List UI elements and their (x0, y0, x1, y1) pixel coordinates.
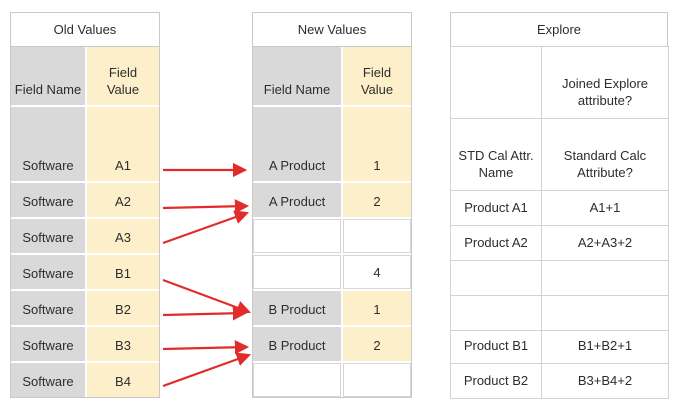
old-values-row-4-field-name: Software (11, 291, 85, 325)
mapping-arrow (162, 199, 250, 214)
new-values-row-2-field-value (343, 219, 411, 253)
new-values-row-0-field-name: A Product (253, 107, 341, 181)
old-values-row-2-field-value: A3 (87, 219, 159, 253)
new-values-row-1-field-name: A Product (253, 183, 341, 217)
new-values-col-header-field-value: Field Value (343, 47, 411, 105)
table-row: Product A2 A2+A3+2 (450, 225, 669, 261)
explore-row-6-attr-value: B1+B2+1 (541, 330, 669, 364)
old-values-table: Old Values Field Name Field Value Softwa… (10, 12, 160, 398)
new-values-row-5-field-value: 2 (343, 327, 411, 361)
table-row: Product A1 A1+1 (450, 190, 669, 226)
table-row: Joined Explore attribute? (450, 46, 669, 119)
explore-row-2-attr-value: A1+1 (541, 190, 669, 226)
explore-row-3-attr-value: A2+A3+2 (541, 225, 669, 261)
explore-row-1-attr-value: Standard Calc Attribute? (541, 118, 669, 191)
explore-data-table: Joined Explore attribute? STD Cal Attr. … (450, 46, 669, 399)
old-values-col-header-field-value: Field Value (87, 47, 159, 105)
new-values-row-3-field-name (253, 255, 341, 289)
new-values-row-4-field-name: B Product (253, 291, 341, 325)
old-values-row-5-field-name: Software (11, 327, 85, 361)
explore-row-0-attr-value: Joined Explore attribute? (541, 46, 669, 119)
explore-row-5-attr-value (541, 295, 669, 331)
explore-row-4-attr-value (541, 260, 669, 296)
old-values-row-0-field-value: A1 (87, 107, 159, 181)
old-values-row-3-field-name: Software (11, 255, 85, 289)
explore-table: Explore Joined Explore attribute? STD Ca… (450, 12, 669, 399)
explore-row-7-attr-name: Product B2 (450, 363, 542, 399)
table-row: STD Cal Attr. Name Standard Calc Attribu… (450, 118, 669, 191)
old-values-row-3-field-value: B1 (87, 255, 159, 289)
new-values-title: New Values (253, 13, 411, 47)
new-values-row-5-field-name: B Product (253, 327, 341, 361)
new-values-row-4-field-value: 1 (343, 291, 411, 325)
old-values-row-6-field-name: Software (11, 363, 85, 397)
new-values-row-3-field-value: 4 (343, 255, 411, 289)
old-values-row-1-field-name: Software (11, 183, 85, 217)
explore-row-1-attr-name: STD Cal Attr. Name (450, 118, 542, 191)
explore-row-3-attr-name: Product A2 (450, 225, 542, 261)
new-values-grid: Field Name Field Value A Product 1 A Pro… (253, 47, 411, 397)
old-values-row-6-field-value: B4 (87, 363, 159, 397)
new-values-row-1-field-value: 2 (343, 183, 411, 217)
mapping-arrow (162, 352, 252, 388)
old-values-title: Old Values (11, 13, 159, 47)
explore-title: Explore (450, 12, 668, 46)
old-values-grid: Field Name Field Value Software A1 Softw… (11, 47, 159, 397)
explore-row-5-attr-name (450, 295, 542, 331)
table-row: Product B2 B3+B4+2 (450, 363, 669, 399)
explore-row-4-attr-name (450, 260, 542, 296)
new-values-table: New Values Field Name Field Value A Prod… (252, 12, 412, 398)
explore-row-7-attr-value: B3+B4+2 (541, 363, 669, 399)
mapping-arrow (162, 210, 250, 245)
new-values-row-0-field-value: 1 (343, 107, 411, 181)
table-row (450, 260, 669, 296)
table-row: Product B1 B1+B2+1 (450, 330, 669, 364)
old-values-row-0-field-name: Software (11, 107, 85, 181)
old-values-row-2-field-name: Software (11, 219, 85, 253)
new-values-row-6-field-value (343, 363, 411, 397)
mapping-arrow (162, 340, 250, 355)
explore-row-6-attr-name: Product B1 (450, 330, 542, 364)
table-row (450, 295, 669, 331)
new-values-col-header-field-name: Field Name (253, 47, 341, 105)
old-values-col-header-field-name: Field Name (11, 47, 85, 105)
explore-row-0-attr-name (450, 46, 542, 119)
old-values-row-5-field-value: B3 (87, 327, 159, 361)
old-values-row-1-field-value: A2 (87, 183, 159, 217)
new-values-row-2-field-name (253, 219, 341, 253)
new-values-row-6-field-name (253, 363, 341, 397)
explore-row-2-attr-name: Product A1 (450, 190, 542, 226)
mapping-arrow (162, 278, 252, 315)
old-values-row-4-field-value: B2 (87, 291, 159, 325)
mapping-arrow (162, 306, 248, 321)
